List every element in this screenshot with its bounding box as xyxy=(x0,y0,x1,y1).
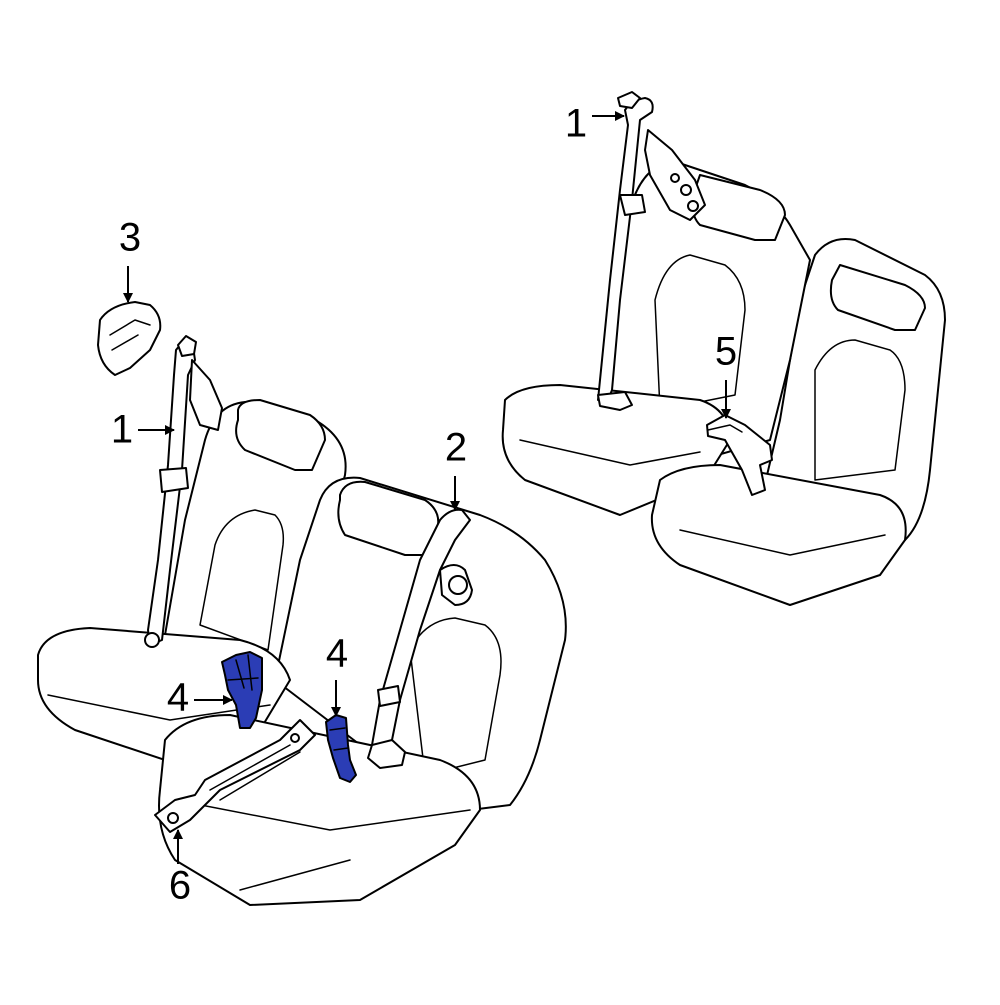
right-belt-guide xyxy=(619,194,646,216)
callout-3: 3 xyxy=(119,216,141,260)
callout-6: 6 xyxy=(169,864,191,908)
right-buckle-part5 xyxy=(706,414,773,496)
callout-4-right: 4 xyxy=(326,632,348,676)
right-belt-lower-anchor xyxy=(597,391,633,411)
bracket-part6-hole xyxy=(167,812,179,824)
right-retractor-bolt-2 xyxy=(687,200,699,212)
left-upper-anchor xyxy=(177,335,197,357)
left-headrest-right xyxy=(337,480,440,556)
right-retractor-bolt-3 xyxy=(670,173,680,183)
callout-1-right: 1 xyxy=(565,102,587,146)
buckle-left-part4-detail xyxy=(227,654,259,691)
right-back-panel-left xyxy=(654,254,746,411)
callout-2: 2 xyxy=(445,426,467,470)
center-belt-guide xyxy=(377,685,401,707)
left-lower-anchor-bolt xyxy=(144,632,160,648)
center-retractor-spool xyxy=(448,575,468,595)
left-back-panel-right xyxy=(409,617,502,776)
left-headrest-left xyxy=(235,399,326,471)
left-back-panel-left xyxy=(199,509,285,651)
right-retractor-bolt-1 xyxy=(680,184,692,196)
buckle-left-part4 xyxy=(221,651,263,729)
center-belt-lower-bracket xyxy=(367,739,406,769)
right-headrest-right xyxy=(829,264,926,331)
left-cushion-seam-right xyxy=(174,799,471,831)
left-retractor xyxy=(189,359,223,431)
callouts: 1 3 1 5 2 4 4 6 xyxy=(111,102,737,908)
right-buckle-detail xyxy=(707,424,743,433)
right-cushion-seam-left xyxy=(519,439,701,466)
trim-cover-part3 xyxy=(97,301,162,376)
bracket-part6-hole-2 xyxy=(290,733,300,743)
right-back-panel-right xyxy=(814,339,906,481)
left-cushion-seam-front xyxy=(239,859,351,891)
bracket-part6-rail xyxy=(209,744,301,801)
callout-4-left: 4 xyxy=(167,676,189,720)
buckle-right-part4-detail xyxy=(329,727,349,751)
left-seatback-right xyxy=(274,476,567,811)
right-cushion-seam-right xyxy=(679,529,886,556)
right-seat-assembly xyxy=(501,91,946,606)
callout-1-left: 1 xyxy=(111,408,133,452)
left-seat-assembly xyxy=(37,301,567,906)
right-upper-anchor xyxy=(617,91,641,109)
left-belt-guide xyxy=(159,467,189,493)
callout-5: 5 xyxy=(715,330,737,374)
trim-cover-detail xyxy=(109,319,151,351)
right-cushion-right xyxy=(650,464,907,606)
